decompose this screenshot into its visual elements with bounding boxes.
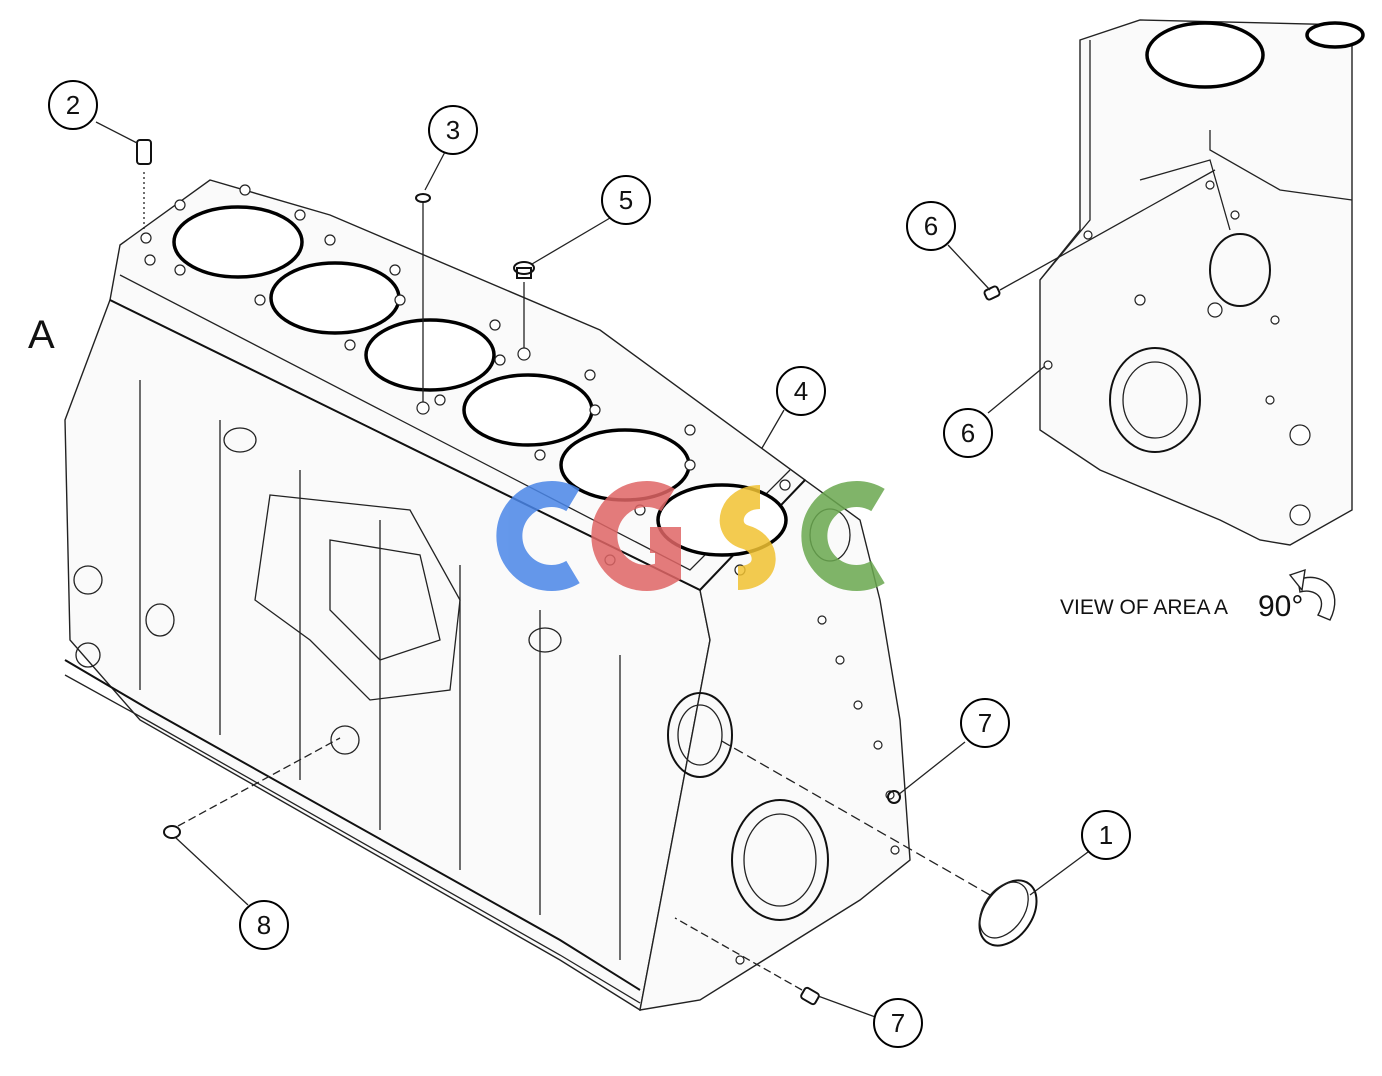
cylinder-block (64, 179, 911, 1012)
svg-text:8: 8 (257, 910, 271, 940)
svg-text:2: 2 (66, 90, 80, 120)
plug-part-8 (163, 737, 341, 839)
area-a-marker: A (28, 313, 55, 357)
watermark-logo (496, 481, 885, 591)
plug-part-7-lower (674, 917, 820, 1006)
svg-text:3: 3 (446, 115, 460, 145)
callout-6-upper: 6 (906, 201, 956, 251)
callout-5: 5 (601, 175, 651, 225)
cup-plug-part-1 (719, 739, 1038, 947)
callout-leaders (95, 121, 1089, 1019)
callout-4: 4 (776, 366, 826, 416)
callout-3: 3 (428, 105, 478, 155)
view-of-area-a-inset (983, 19, 1365, 546)
svg-text:7: 7 (891, 1008, 905, 1038)
plug-part-7-upper (887, 790, 901, 804)
cylinder-bores (172, 205, 788, 557)
svg-text:6: 6 (961, 418, 975, 448)
deck-bolt-holes (144, 184, 791, 576)
svg-text:5: 5 (619, 185, 633, 215)
callout-8: 8 (239, 900, 289, 950)
svg-text:6: 6 (924, 211, 938, 241)
callout-6-lower: 6 (943, 408, 993, 458)
callout-1: 1 (1081, 810, 1131, 860)
svg-text:7: 7 (978, 708, 992, 738)
rotation-arrow-icon (1288, 568, 1336, 621)
callout-7-upper: 7 (960, 698, 1010, 748)
callout-7-lower: 7 (873, 998, 923, 1048)
rotation-label: 90° (1258, 590, 1303, 623)
callout-2: 2 (48, 80, 98, 130)
plug-part-5 (513, 261, 535, 361)
svg-text:1: 1 (1099, 820, 1113, 850)
svg-text:4: 4 (794, 376, 808, 406)
dowel-part-3 (415, 193, 431, 415)
view-caption: VIEW OF AREA A (1060, 596, 1228, 619)
dowel-pin-part-2 (136, 139, 152, 244)
